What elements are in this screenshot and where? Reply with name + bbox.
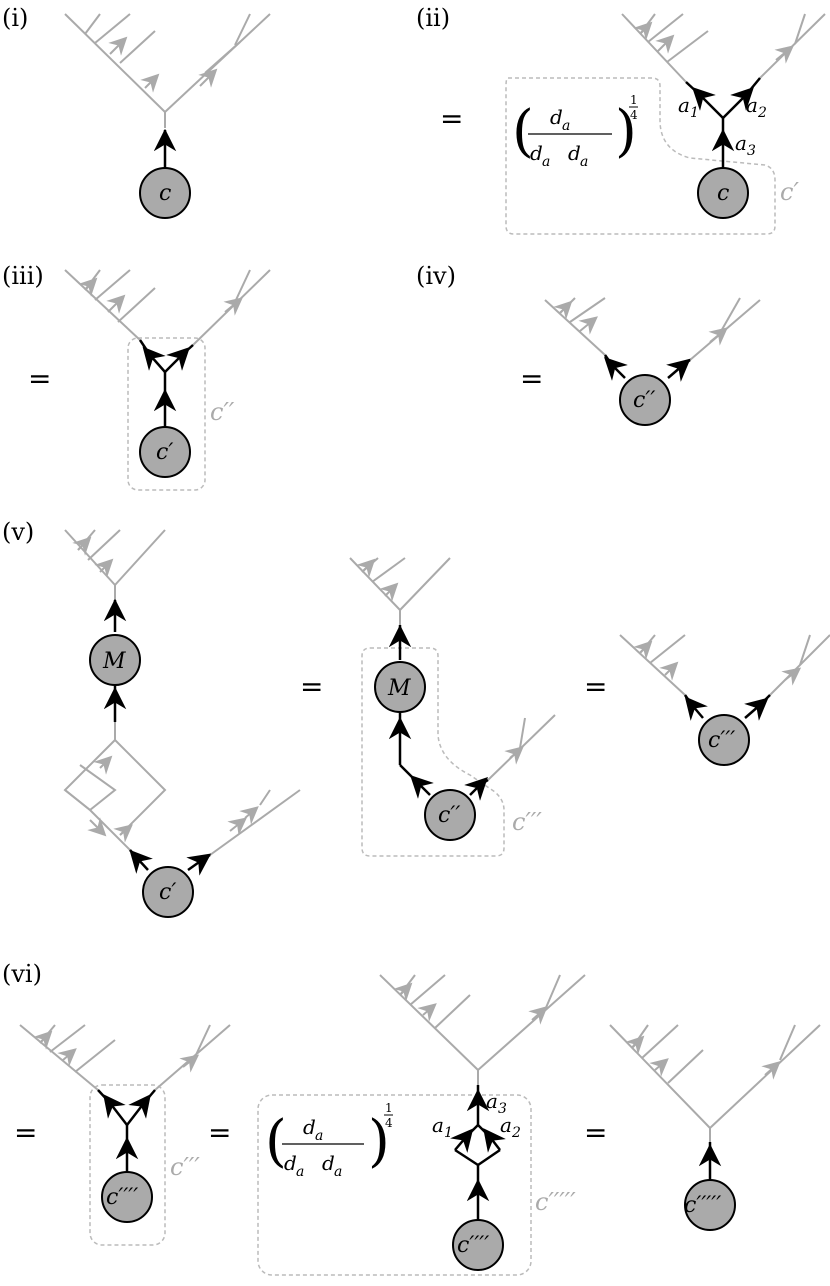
panel-vi: (vi) = c′′′ c′′′′ = c′′′′′ [2,960,821,1276]
svg-text:1: 1 [385,1101,393,1115]
prefactor-ii: ( ) d a d a d a 1 4 [512,93,638,170]
region-box-iii [127,337,206,491]
svg-text:a: a [562,118,570,134]
node-label-c4-vi-1: c′′′′ [106,1185,138,1210]
fusion-tree-vi-2 [379,974,586,1085]
region-box-ii [505,77,776,235]
vertex-v3 [683,694,771,721]
node-label-c1-v: c′ [159,880,176,905]
node-c1-iii [139,426,191,478]
node-label-c-ii: c [717,181,729,206]
panel-label-i: (i) [2,4,28,32]
equals-iii: = [28,362,51,395]
svg-text:a: a [334,1164,342,1180]
svg-text:): ) [368,1109,390,1174]
region-label-vi-b: c′′′′′ [535,1188,576,1216]
region-box-v [361,647,505,857]
prefactor-vi: ( ) d a d a d a 1 4 [265,1101,393,1180]
vertex-iii [138,339,194,427]
vertex-vi-1 [97,1089,156,1172]
svg-text:a: a [580,154,588,170]
node-label-M-v2: M [387,676,411,701]
region-label-vi-a: c′′′ [170,1153,200,1181]
region-label-v: c′′′ [512,808,542,836]
region-box-vi-b [257,1094,532,1276]
panel-iii: (iii) = c′′ c′ [2,262,271,491]
panel-label-iii: (iii) [2,262,44,290]
node-label-c1-iii: c′ [156,440,173,465]
svg-text:4: 4 [630,108,638,122]
panel-iv: (iv) = c′′ [416,262,761,426]
node-c4-vi-2 [452,1219,504,1271]
fusion-tree-ii [621,13,826,83]
node-c5-vi [684,1179,736,1231]
region-label-iii: c′′ [210,398,235,426]
vertex-vi-2 [450,1085,506,1220]
vertex-iv [603,354,691,382]
svg-text:(: ( [512,99,534,164]
node-label-c2-iv: c′′ [633,388,655,413]
vertex-v2 [388,712,489,801]
equals-ii: = [440,102,463,135]
node-c-i [139,167,191,219]
svg-text:d: d [303,1115,316,1139]
node-c2-iv [619,374,671,426]
equals-iv: = [520,362,543,395]
svg-text:a: a [542,154,550,170]
fusion-tree-vi-3 [609,1024,821,1142]
node-label-c5-vi: c′′′′′ [684,1193,721,1218]
panel-i: (i) c [2,4,271,219]
node-label-M-v1: M [102,649,126,674]
vertex-ii [685,77,761,168]
node-c1-v [142,866,194,918]
edge-label-a3-ii: a3 [735,131,756,159]
svg-text:d: d [550,105,563,129]
svg-text:d: d [322,1151,335,1175]
fusion-tree-v-right [619,634,830,696]
edge-label-a2-ii: a2 [746,93,767,121]
node-c4-vi-1 [101,1171,153,1223]
equals-vi-3: = [584,1116,607,1149]
edge-label-a1-vi: a1 [432,1113,453,1141]
svg-text:): ) [615,99,637,164]
edge-label-a2-vi: a2 [500,1113,521,1141]
svg-text:(: ( [265,1109,287,1174]
panel-v: (v) M [2,518,830,918]
svg-text:d: d [530,141,543,165]
panel-label-vi: (vi) [2,960,42,988]
node-c3-v [698,714,750,766]
equals-vi-1: = [14,1116,37,1149]
node-c2-v [424,789,476,841]
panel-label-iv: (iv) [416,262,456,290]
svg-text:a: a [296,1164,304,1180]
fusion-tree-v-top [64,529,166,600]
svg-text:4: 4 [385,1116,393,1130]
node-label-c3-v: c′′′ [708,728,735,753]
panel-label-v: (v) [2,518,34,546]
equals-v1: = [300,670,323,703]
fusion-tree-v-mid [349,557,556,781]
node-label-c4-vi-2: c′′′′ [457,1233,489,1258]
edge-label-a1-ii: a1 [678,93,699,121]
node-label-c2-v: c′′ [438,803,460,828]
node-label-c-i: c [159,181,171,206]
fusion-tree-iv [544,297,761,361]
panel-label-ii: (ii) [416,4,450,32]
edge-label-a3-vi: a3 [486,1089,507,1117]
fusion-tree-i [64,13,271,113]
svg-text:d: d [568,141,581,165]
region-label-ii: c′ [780,178,799,206]
equals-vi-2: = [208,1116,231,1149]
vertex-v1 [129,849,212,876]
equals-v2: = [584,670,607,703]
fusion-tree-vi-1 [19,1024,231,1091]
svg-text:d: d [284,1151,297,1175]
svg-text:a: a [315,1128,323,1144]
node-c-ii [697,167,749,219]
fusion-tree-iii [64,269,271,346]
svg-text:1: 1 [630,93,638,107]
panel-ii: (ii) = c′ ( ) d a d a d a 1 4 [416,4,826,235]
loop-network-v [63,722,301,856]
